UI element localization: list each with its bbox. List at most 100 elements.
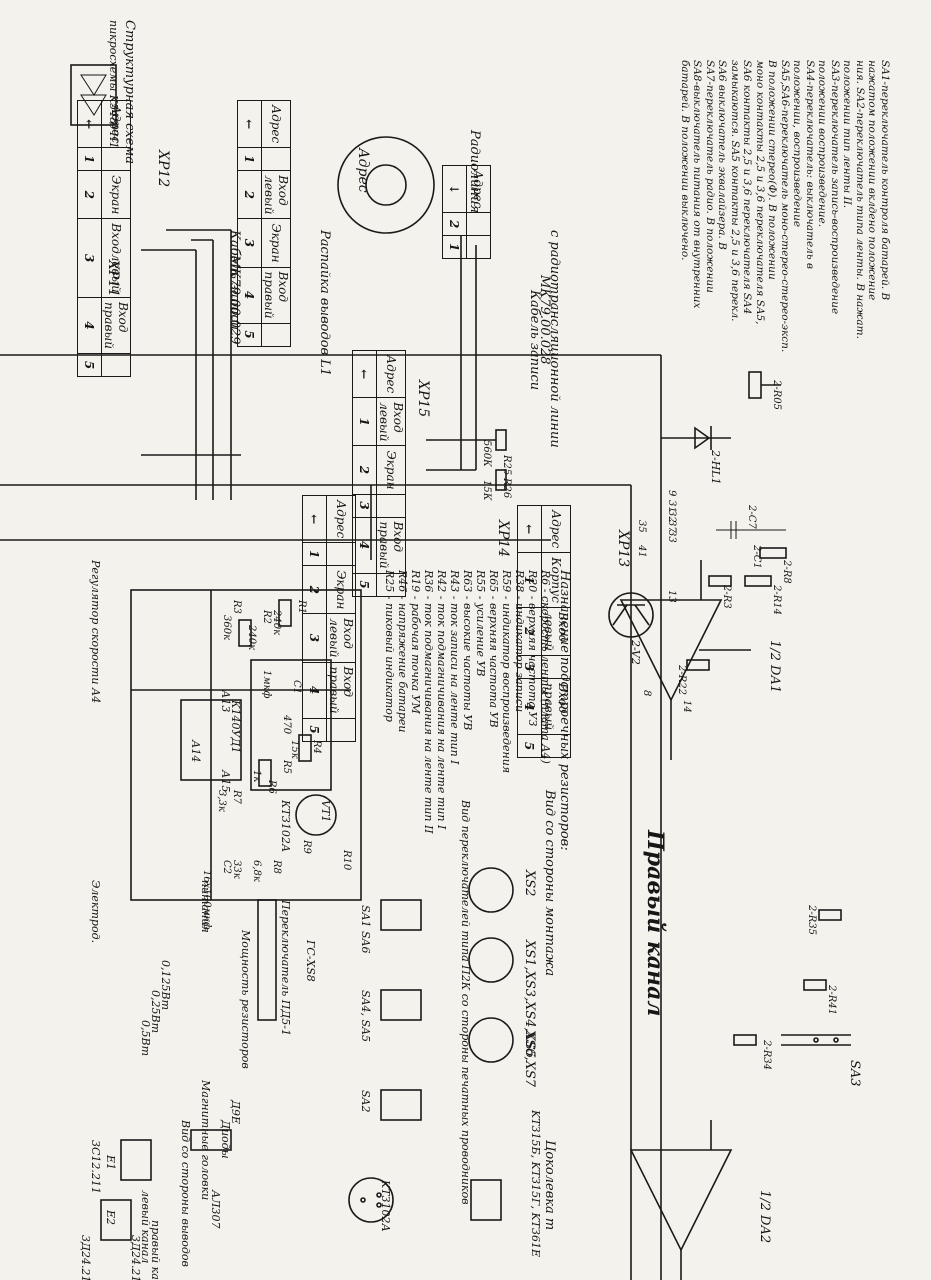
connector-cell-pin: 3	[352, 494, 377, 518]
connector-cell-pin: ←	[352, 350, 377, 398]
connector-cell-pin: 4	[302, 662, 327, 719]
connector-cell-label	[376, 573, 406, 597]
head-part-2: 3С12.211	[89, 1140, 102, 1194]
switch-sa4-sa5-label: SA4, SA5	[359, 990, 372, 1042]
connector-cell-label: Адрес	[326, 495, 356, 543]
heads-label: Вид со стороны выводов	[179, 1120, 192, 1267]
switch-drawings	[100, 899, 422, 1241]
head-e1: E1	[104, 1155, 117, 1171]
connector-cell-pin: 5	[237, 323, 262, 347]
assignment-item: R65 - верхняя частота УВ	[487, 570, 500, 728]
title-pinout-l1: Распайка выводов L1	[317, 230, 332, 377]
component-designator: R1	[296, 600, 307, 614]
vt1-part-label: КТ3102А	[279, 800, 292, 853]
ic-part-label: К140УД1	[229, 700, 242, 754]
connector-cell-label	[466, 212, 491, 236]
connector-cell-label: Экран	[261, 218, 291, 268]
resistor-power-2: 0,5Вт	[139, 1020, 152, 1057]
component-designator: 2-R3	[721, 585, 732, 609]
ic-a15: А15	[219, 770, 232, 793]
connector-cell-pin: 5	[517, 734, 542, 758]
led-hl1-label: 2-HL1	[709, 450, 722, 485]
da1-label: 1/2 DA1	[767, 640, 782, 694]
head-right-label: правый канал	[149, 1220, 162, 1280]
component-designator: R10	[341, 850, 352, 871]
component-designator: C1	[291, 680, 302, 695]
connector-cell-pin: 3	[517, 655, 542, 679]
component-designator: 2-R34	[761, 1040, 772, 1070]
connector-radio-title: Адрес	[355, 148, 371, 193]
cable1-code: МК79.00.028	[537, 275, 552, 365]
component-designator: R5	[281, 760, 292, 774]
note-line: SA4-переключатель: выключатель в	[804, 60, 816, 270]
cable1-wiring	[426, 235, 507, 491]
component-designator: 2-C1	[751, 545, 762, 569]
connector-cell-pin: ←	[517, 505, 542, 553]
pin-number: 13	[666, 590, 677, 603]
switch-sa3	[781, 1034, 851, 1046]
base-label: Цоколевка т	[542, 1140, 557, 1231]
head-part-3: 3Д24.211	[79, 1235, 92, 1280]
connector-cell-label: Вход левый	[261, 170, 291, 219]
socket-gs-xs8-label: ГС-XS8	[304, 940, 317, 982]
note-line: SA6 выключатель эквалайзера. В	[716, 60, 729, 250]
component-designator: R3	[231, 600, 242, 614]
connector-cell-label	[326, 718, 356, 742]
connector-cell-label: Вход правый	[261, 267, 291, 324]
connector-cell-label: Вход правый	[541, 678, 571, 735]
note-line: нажатом положении вклдено положение	[866, 60, 879, 301]
component-designator: 33к	[231, 860, 242, 879]
connector-cell-label: Экран	[101, 170, 131, 219]
led-hl1	[661, 426, 731, 450]
connector-cell-pin: 4	[237, 267, 262, 324]
component-designator: R2	[261, 610, 272, 624]
led-part-label: АЛ307	[209, 1190, 222, 1229]
connector-cell-label: Экран	[326, 565, 356, 614]
connector-cell-pin: 2	[442, 212, 467, 236]
component-designator: 2-R35	[806, 905, 817, 935]
connector-cell-pin: 4	[517, 678, 542, 735]
connector-cell-pin: 1	[442, 235, 467, 259]
connector-cell-label: Вход правый	[376, 517, 406, 574]
note-line: положении тип ленты II.	[841, 60, 854, 209]
connector-cell-label: Вход левый	[541, 607, 571, 656]
connector-cell-pin: 2	[352, 445, 377, 495]
component-designator: R25	[501, 455, 512, 476]
cable2-wiring	[141, 229, 241, 500]
component-designator: 1мкф	[261, 670, 272, 699]
connector-cell-label	[541, 655, 571, 679]
connector-cell-label: Вход правый	[101, 297, 131, 354]
connector-cell-pin: 1	[237, 147, 262, 171]
component-designator: 360к	[221, 615, 232, 641]
component-designator: 560К	[481, 440, 492, 467]
note-line: SA1-переключатель контроля батарей. В	[879, 60, 891, 301]
connector-cell-label: Адрес	[261, 100, 291, 148]
connector-xp13-title: XP13	[615, 530, 631, 568]
transistor-kt3102a: KT3102А	[379, 1180, 392, 1232]
assignment-item: R59 - индикатор воспроизведения	[500, 570, 513, 774]
socket-xs2-label: XS2	[522, 870, 537, 897]
connector-cell-label: Вход левый	[326, 613, 356, 663]
note-line: SA7-переключатель радио. В положении	[704, 60, 716, 293]
connector-cell-pin: 4	[352, 517, 377, 574]
connector-cell-label: Адрес	[376, 350, 406, 398]
component-designator: 2-R05	[771, 380, 782, 410]
connector-cell-pin: 3	[237, 218, 262, 268]
component-designator: 3,3к	[216, 790, 227, 812]
component-designator: R7	[231, 790, 242, 804]
switch-sa3-label: Переключатель ПД5-1	[279, 900, 292, 1036]
connector-cell-pin: 5	[302, 718, 327, 742]
note-line: SA6 контакты 2,5 и 3,6 переключателя SA4	[741, 60, 754, 315]
connector-cell-label	[261, 147, 291, 171]
connector-cell-pin: ←	[302, 495, 327, 543]
component-designator: 16х100мкф	[201, 870, 212, 930]
note-line: SA5,SA6-переключатель моно-стерео-стерео…	[779, 60, 791, 353]
connector-xp14-title: XP14	[495, 520, 511, 558]
connector-cell-pin: 2	[77, 170, 102, 219]
component-designator: 15к	[289, 740, 300, 759]
